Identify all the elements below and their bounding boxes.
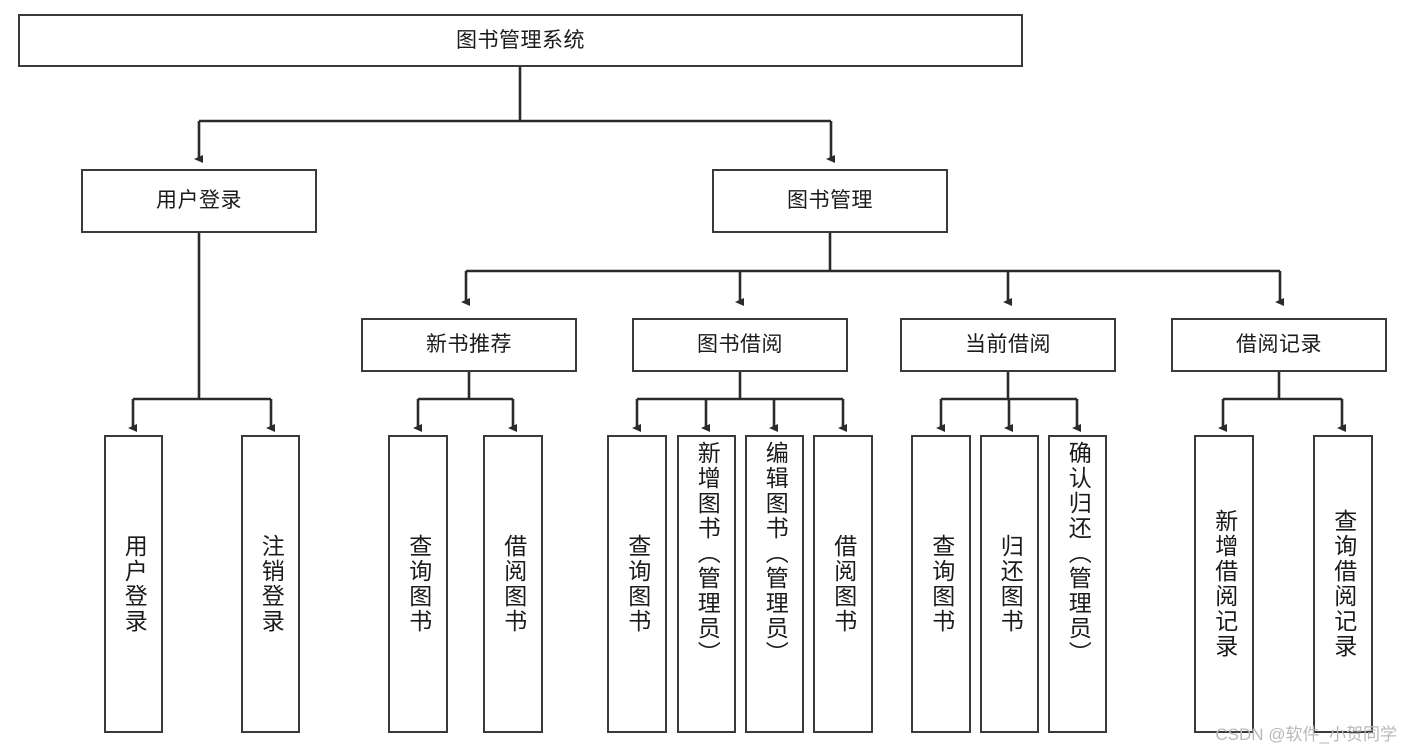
leaf-edit-book[interactable]: 编辑图书（管理员）	[745, 435, 804, 733]
node-user-login-label: 用户登录	[156, 189, 242, 213]
leaf-query-book-1-label: 查询图书	[405, 534, 432, 634]
node-book-management-label: 图书管理	[787, 189, 873, 213]
node-book-borrow[interactable]: 图书借阅	[632, 318, 848, 372]
leaf-confirm-return-label: 确认归还（管理员）	[1065, 441, 1092, 666]
leaf-logout[interactable]: 注销登录	[241, 435, 300, 733]
leaf-query-book-2[interactable]: 查询图书	[607, 435, 667, 733]
watermark-text: CSDN @软件_小贺同学	[1215, 725, 1397, 744]
node-current-borrow-label: 当前借阅	[965, 333, 1051, 357]
leaf-user-login-label: 用户登录	[121, 534, 148, 634]
leaf-logout-label: 注销登录	[258, 534, 285, 634]
leaf-borrow-book-2[interactable]: 借阅图书	[813, 435, 873, 733]
leaf-add-record[interactable]: 新增借阅记录	[1194, 435, 1254, 733]
leaf-add-record-label: 新增借阅记录	[1211, 509, 1238, 659]
leaf-query-book-1[interactable]: 查询图书	[388, 435, 448, 733]
leaf-query-book-3-label: 查询图书	[928, 534, 955, 634]
node-new-book-recommend-label: 新书推荐	[426, 333, 512, 357]
leaf-add-book-label: 新增图书（管理员）	[694, 441, 721, 666]
leaf-return-book[interactable]: 归还图书	[980, 435, 1039, 733]
leaf-add-book[interactable]: 新增图书（管理员）	[677, 435, 736, 733]
node-current-borrow[interactable]: 当前借阅	[900, 318, 1116, 372]
node-borrow-record[interactable]: 借阅记录	[1171, 318, 1387, 372]
leaf-query-record-label: 查询借阅记录	[1330, 509, 1357, 659]
leaf-confirm-return[interactable]: 确认归还（管理员）	[1048, 435, 1107, 733]
leaf-query-book-2-label: 查询图书	[624, 534, 651, 634]
leaf-edit-book-label: 编辑图书（管理员）	[762, 441, 789, 666]
node-book-borrow-label: 图书借阅	[697, 333, 783, 357]
leaf-borrow-book-1-label: 借阅图书	[500, 534, 527, 634]
leaf-user-login[interactable]: 用户登录	[104, 435, 163, 733]
node-root[interactable]: 图书管理系统	[18, 14, 1023, 67]
node-borrow-record-label: 借阅记录	[1236, 333, 1322, 357]
leaf-borrow-book-2-label: 借阅图书	[830, 534, 857, 634]
node-new-book-recommend[interactable]: 新书推荐	[361, 318, 577, 372]
leaf-query-book-3[interactable]: 查询图书	[911, 435, 971, 733]
leaf-query-record[interactable]: 查询借阅记录	[1313, 435, 1373, 733]
leaf-return-book-label: 归还图书	[997, 534, 1024, 634]
node-book-management[interactable]: 图书管理	[712, 169, 948, 233]
node-root-label: 图书管理系统	[456, 28, 585, 52]
leaf-borrow-book-1[interactable]: 借阅图书	[483, 435, 543, 733]
node-user-login[interactable]: 用户登录	[81, 169, 317, 233]
